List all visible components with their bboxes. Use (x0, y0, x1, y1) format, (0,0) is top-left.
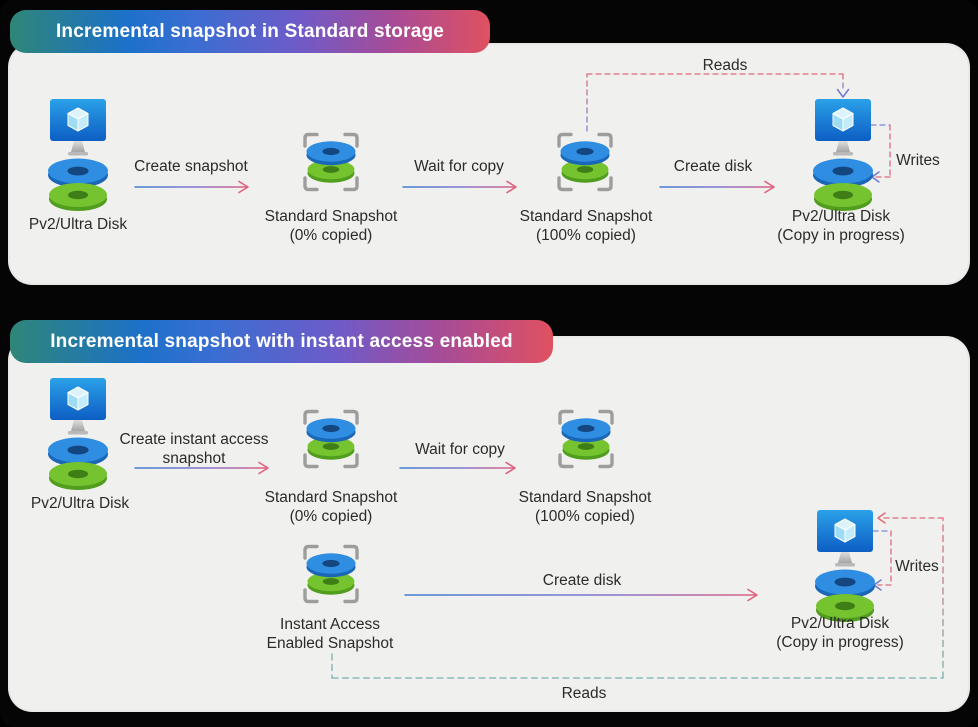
snapshot-0-label: Standard Snapshot (0% copied) (264, 489, 398, 525)
standard-storage-title: Incremental snapshot in Standard storage (55, 20, 445, 42)
source-disk-label: Pv2/Ultra Disk (28, 216, 128, 233)
snapshot-100-label: Standard Snapshot (100% copied) (518, 489, 652, 525)
standard-storage-panel: Pv2/Ultra Disk Create snapshot Standard … (10, 45, 968, 283)
create-instant-snapshot-label: Create instant access snapshot (119, 431, 269, 467)
writes-label: Writes (895, 558, 939, 575)
wait-for-copy-arrow (399, 461, 516, 475)
snapshot-100-icon (557, 132, 613, 192)
wait-for-copy-label: Wait for copy (415, 441, 505, 458)
create-snapshot-arrow (134, 180, 249, 194)
source-disk-label: Pv2/Ultra Disk (30, 495, 130, 512)
target-disk-label: Pv2/Ultra Disk (Copy in progress) (776, 615, 904, 651)
instant-access-snapshot-label: Instant Access Enabled Snapshot (266, 616, 394, 652)
create-disk-label: Create disk (542, 572, 622, 589)
instant-access-title: Incremental snapshot with instant access… (50, 330, 513, 352)
standard-storage-title-banner: Incremental snapshot in Standard storage (10, 10, 490, 53)
create-disk-arrow (659, 180, 775, 194)
source-vm-disk-icon (47, 378, 109, 490)
reads-label: Reads (561, 685, 607, 702)
snapshot-100-icon (558, 409, 614, 469)
create-snapshot-label: Create snapshot (134, 158, 248, 175)
snapshot-0-icon (303, 132, 359, 192)
writes-label: Writes (896, 152, 940, 169)
target-vm-disk-icon (812, 99, 874, 211)
create-disk-label: Create disk (673, 158, 753, 175)
snapshot-100-label: Standard Snapshot (100% copied) (519, 208, 653, 244)
create-disk-arrow (404, 588, 758, 602)
target-vm-disk-icon (814, 510, 876, 622)
instant-access-snapshot-icon (303, 544, 359, 604)
snapshot-0-icon (303, 409, 359, 469)
reads-label: Reads (702, 57, 748, 74)
snapshot-0-label: Standard Snapshot (0% copied) (264, 208, 398, 244)
instant-access-title-banner: Incremental snapshot with instant access… (10, 320, 553, 363)
wait-for-copy-arrow (402, 180, 517, 194)
wait-for-copy-label: Wait for copy (414, 158, 504, 175)
target-disk-label: Pv2/Ultra Disk (Copy in progress) (777, 208, 905, 244)
instant-access-panel: Pv2/Ultra Disk Create instant access sna… (10, 338, 968, 710)
source-vm-disk-icon (47, 99, 109, 211)
